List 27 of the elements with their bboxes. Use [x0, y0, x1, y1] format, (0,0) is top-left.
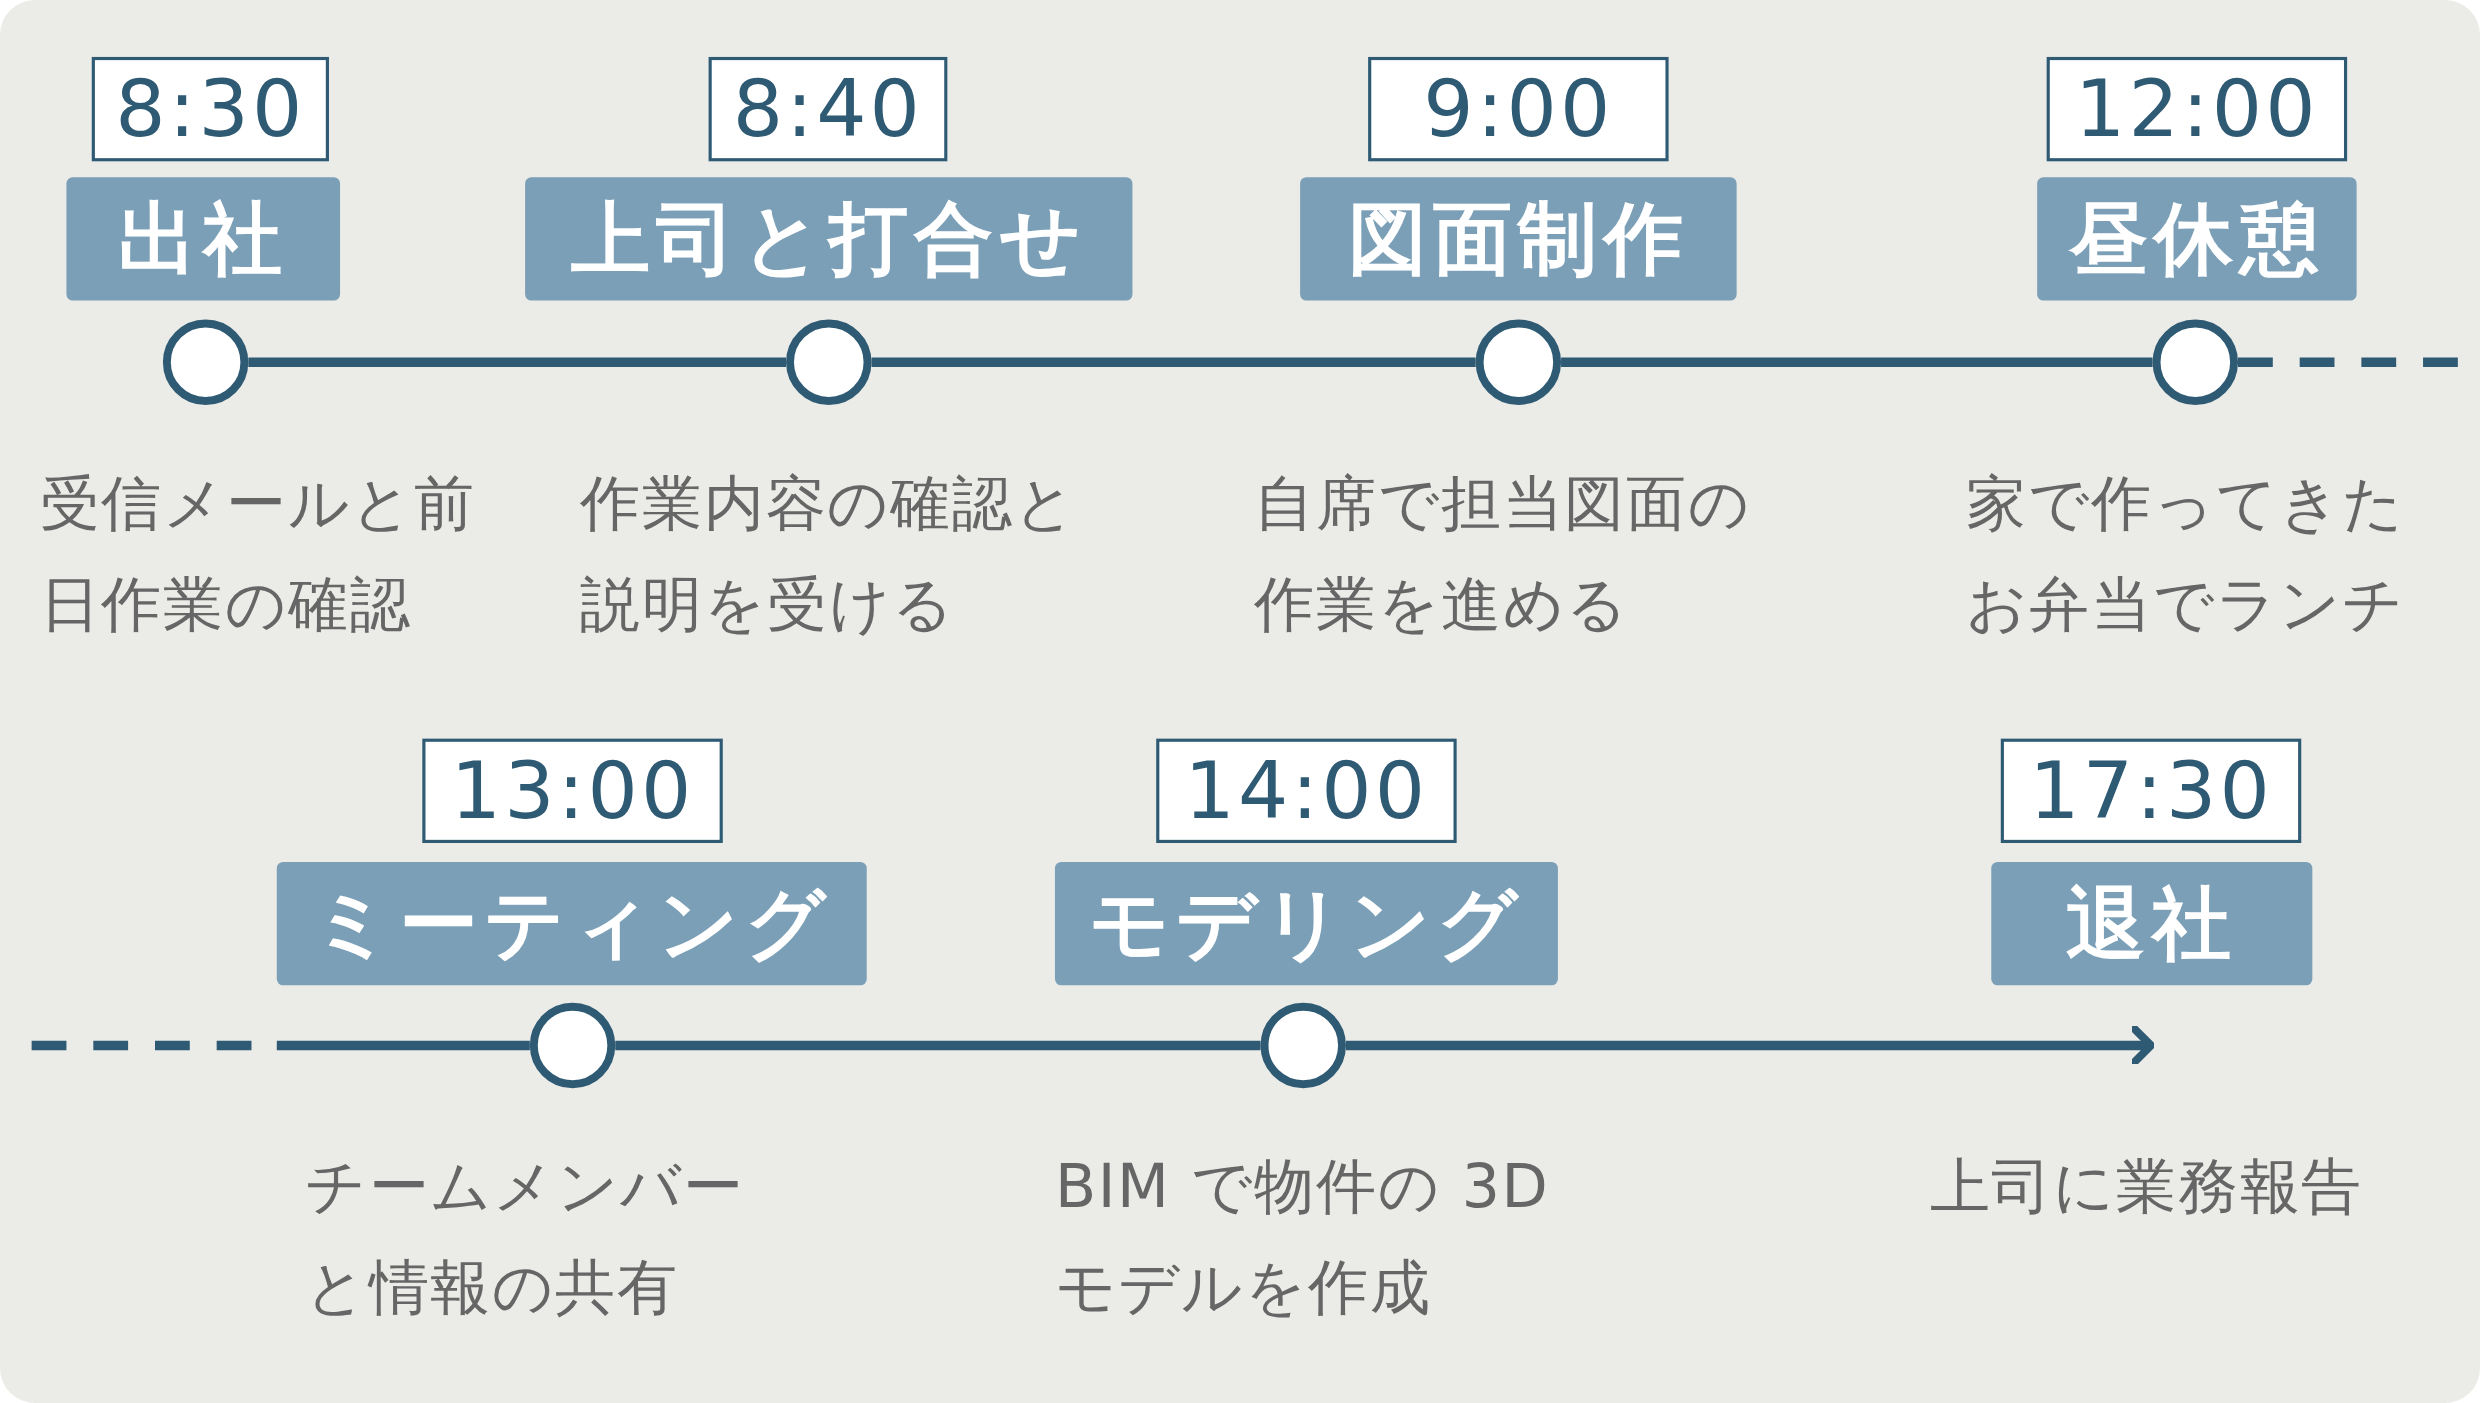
- description-text: 作業内容の確認と説明を受ける: [580, 467, 1079, 641]
- time-box: 12:00: [2046, 56, 2348, 162]
- event-box: 出社: [66, 177, 341, 301]
- description-text: 自席で担当図面の作業を進める: [1254, 467, 1752, 641]
- time-box: 8:40: [708, 56, 948, 162]
- time-box: 14:00: [1156, 738, 1457, 843]
- timeline-line: [871, 357, 1476, 367]
- timeline-line: [1561, 357, 2153, 367]
- timeline-line: [2238, 357, 2460, 367]
- event-box: 昼休憩: [2037, 177, 2357, 301]
- event-box: 図面制作: [1300, 177, 1737, 301]
- description-text: 上司に業務報告: [1929, 1150, 2363, 1223]
- event-box: 退社: [1991, 862, 2313, 986]
- event-box: ミーティング: [276, 862, 867, 986]
- time-box: 17:30: [2000, 738, 2302, 843]
- time-box: 8:30: [91, 56, 329, 162]
- event-box: モデリング: [1054, 862, 1558, 986]
- timeline-line: [276, 1040, 530, 1051]
- time-box: 13:00: [422, 738, 723, 843]
- timeline-line: [248, 357, 787, 367]
- description-text: BIM で物件の 3D モデルを作成: [1054, 1150, 1551, 1325]
- description-text: チームメンバーと情報の共有: [305, 1150, 746, 1325]
- description-text: 受信メールと前日作業の確認: [39, 467, 478, 641]
- description-text: 家で作ってきたお弁当でランチ: [1965, 467, 2407, 641]
- event-box: 上司と打合せ: [525, 177, 1133, 301]
- time-box: 9:00: [1368, 56, 1669, 162]
- timeline-line: [615, 1040, 1261, 1051]
